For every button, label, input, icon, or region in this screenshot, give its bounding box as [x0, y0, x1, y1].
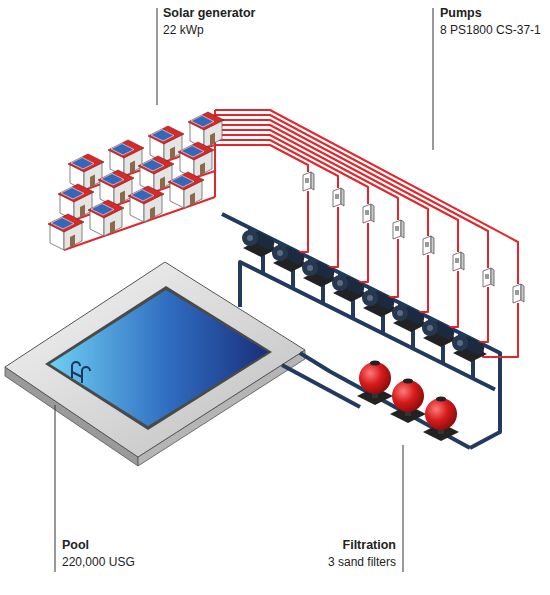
- wire: [363, 239, 398, 297]
- wire: [215, 110, 518, 284]
- pool-water: [50, 290, 268, 426]
- callout-title: Pool: [62, 538, 89, 553]
- wire: [273, 191, 308, 252]
- pool-rim: [45, 286, 272, 430]
- pipe-connector: [250, 228, 473, 378]
- controller-box: [423, 236, 434, 255]
- controllers: [303, 172, 524, 303]
- pump: [362, 290, 397, 317]
- controller-box: [363, 204, 374, 223]
- solar-house: [98, 170, 134, 206]
- solar-house: [138, 156, 174, 192]
- wire: [483, 303, 518, 357]
- solar-house: [88, 200, 124, 236]
- wire: [303, 207, 338, 267]
- solar-house: [178, 142, 214, 178]
- pool-deck: [5, 262, 305, 457]
- pump: [242, 230, 277, 257]
- wire: [215, 115, 488, 268]
- solar-house: [68, 154, 104, 190]
- leader-line: [157, 8, 158, 105]
- pump: [392, 305, 427, 332]
- pool-illustration: [5, 262, 305, 466]
- solar-house: [48, 214, 84, 250]
- controller-box: [513, 284, 524, 303]
- solar-house: [148, 126, 184, 162]
- solar-house: [58, 184, 94, 220]
- callout-title: Pumps: [440, 6, 482, 21]
- sand-filter: [423, 397, 459, 442]
- pump: [302, 260, 337, 287]
- power-wires: [64, 110, 518, 357]
- leader-lines: [55, 8, 433, 572]
- sand-filter: [390, 379, 426, 424]
- callout-value: 22 kWp: [163, 23, 204, 38]
- solar-house: [108, 140, 144, 176]
- solar-house: [188, 112, 224, 148]
- callout-title: Filtration: [246, 538, 396, 553]
- wire: [423, 271, 458, 327]
- solar-generator: [48, 112, 224, 250]
- controller-box: [303, 172, 314, 191]
- controller-box: [483, 268, 494, 287]
- wire: [453, 287, 488, 342]
- solar-house: [168, 172, 204, 208]
- wire: [393, 255, 428, 312]
- leader-line: [433, 8, 434, 150]
- leader-line: [403, 445, 404, 572]
- controller-box: [453, 252, 464, 271]
- callout-value: 8 PS1800 CS-37-1: [440, 23, 541, 38]
- controller-box: [333, 188, 344, 207]
- wire: [333, 223, 368, 282]
- pump: [452, 335, 487, 362]
- solar-house: [128, 186, 164, 222]
- sand-filter: [357, 361, 393, 406]
- sand-filters: [357, 361, 459, 442]
- pool-ladder: [72, 362, 90, 383]
- controller-box: [393, 220, 404, 239]
- callout-value: 220,000 USG: [62, 555, 135, 570]
- pump: [332, 275, 367, 302]
- pipe: [300, 353, 470, 448]
- leader-line: [55, 405, 56, 572]
- pump: [422, 320, 457, 347]
- pipe: [282, 365, 360, 407]
- pump: [272, 245, 307, 272]
- callout-title: Solar generator: [163, 6, 255, 21]
- wire: [215, 145, 308, 172]
- pumps: [242, 230, 487, 362]
- callout-value: 3 sand filters: [246, 555, 396, 570]
